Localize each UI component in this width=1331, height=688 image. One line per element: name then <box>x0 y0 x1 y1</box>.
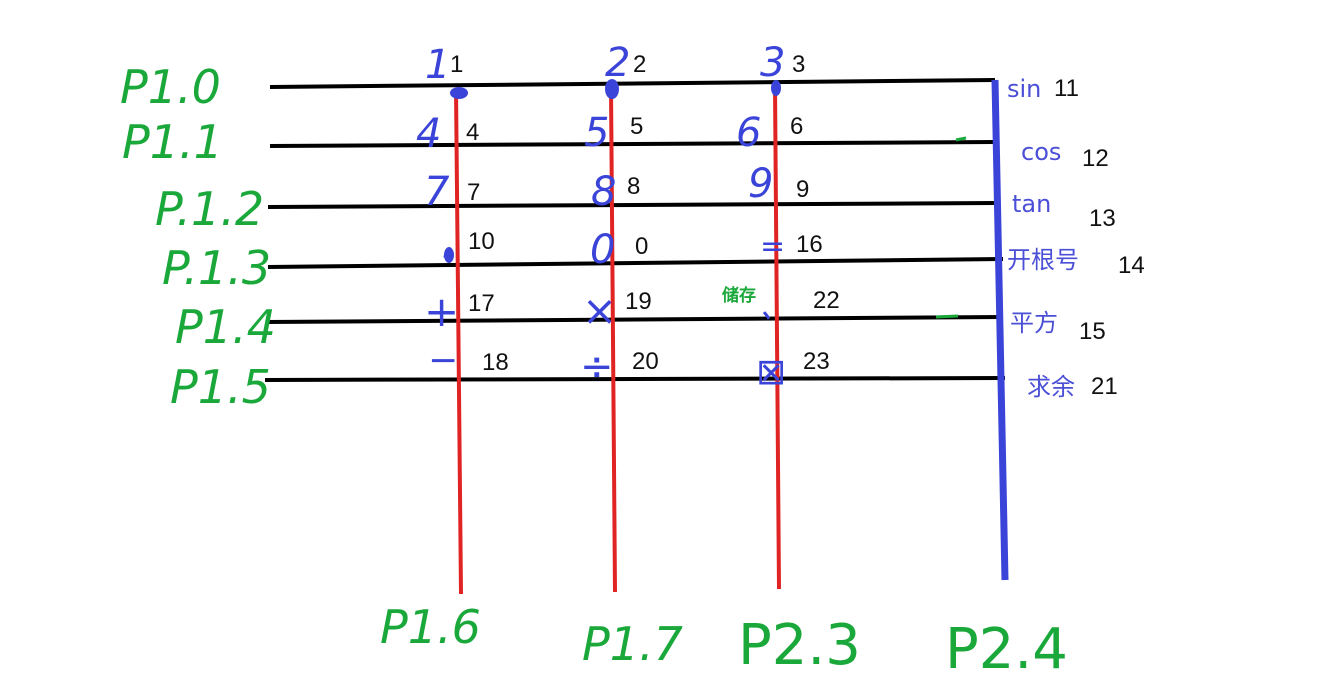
key-glyph-18: − <box>428 340 458 381</box>
key-glyph-20: ÷ <box>580 344 614 390</box>
key-code-9: 9 <box>796 176 809 203</box>
function-label-mod: 求余 <box>1027 373 1075 401</box>
key-code-18: 18 <box>482 349 509 376</box>
row-line-1 <box>269 78 996 89</box>
key-code-8: 8 <box>627 173 640 200</box>
key-glyph-7: 7 <box>424 169 450 215</box>
key-code-4: 4 <box>466 119 479 146</box>
key-glyph-23: ⊠ <box>756 352 786 393</box>
key-code-6: 6 <box>790 113 803 140</box>
function-code-cos: 12 <box>1082 145 1109 172</box>
function-code-mod: 21 <box>1091 373 1118 400</box>
row-line-5 <box>265 315 1004 324</box>
column-pin-label-3: P2.3 <box>738 613 861 678</box>
column-pin-labels: P1.6 P1.7 P2.3 P2.4 <box>380 600 1068 682</box>
green-tick-marks <box>935 136 967 319</box>
function-column-line <box>991 79 1009 581</box>
key-code-20: 20 <box>632 348 659 375</box>
key-glyph-8: 8 <box>591 169 616 215</box>
row-line-2 <box>269 140 996 148</box>
row-line-3 <box>267 201 996 209</box>
key-code-7: 7 <box>467 179 480 206</box>
function-code-square: 15 <box>1079 318 1106 345</box>
function-labels: sin 11 cos 12 tan 13 开根号 14 平方 15 求余 21 <box>1007 75 1145 401</box>
function-label-tan: tan <box>1012 190 1051 218</box>
key-code-10: 10 <box>468 228 495 255</box>
key-glyph-5: 5 <box>584 110 609 156</box>
key-glyph-4: 4 <box>416 111 441 157</box>
junction-dot-3 <box>771 80 781 96</box>
key-glyph-0: 0 <box>590 227 615 273</box>
key-codes: 1 2 3 4 5 6 7 8 9 10 0 16 17 19 22 18 20… <box>450 51 840 376</box>
row-pin-labels: P1.0 P1.1 P.1.2 P.1.3 P1.4 P1.5 <box>120 60 276 414</box>
row-lines <box>264 78 1006 382</box>
junction-dot-1 <box>450 87 468 99</box>
key-code-2: 2 <box>633 51 646 78</box>
row-pin-label-5: P1.4 <box>175 300 276 354</box>
key-code-16: 16 <box>796 231 823 258</box>
row-pin-label-6: P1.5 <box>170 360 271 414</box>
key-glyph-9: 9 <box>748 161 773 207</box>
row-line-6 <box>264 376 1006 382</box>
key-glyphs: 1 2 3 4 5 6 7 8 9 · 0 = + × 、 − ÷ ⊠ <box>416 40 790 393</box>
column-pin-label-2: P1.7 <box>582 617 683 671</box>
function-label-sqrt: 开根号 <box>1007 246 1079 274</box>
row-line-4 <box>267 257 1004 269</box>
function-code-sin: 11 <box>1054 75 1079 102</box>
column-pin-label-4: P2.4 <box>945 617 1068 682</box>
key-glyph-10: · <box>440 239 450 274</box>
key-code-17: 17 <box>468 290 495 317</box>
column-lines <box>454 86 781 595</box>
row-pin-label-1: P1.0 <box>120 60 221 114</box>
junction-dots <box>444 79 781 263</box>
column-line-2 <box>609 87 617 593</box>
function-label-square: 平方 <box>1010 309 1058 337</box>
column-line-3 <box>773 86 781 590</box>
key-code-5: 5 <box>630 113 643 140</box>
key-code-19: 19 <box>625 288 652 315</box>
key-code-1: 1 <box>450 51 463 78</box>
function-label-cos: cos <box>1021 138 1061 166</box>
key-code-3: 3 <box>792 51 805 78</box>
green-tick-2 <box>935 314 959 319</box>
key-glyph-17: + <box>424 287 459 336</box>
key-glyph-22: 、 <box>760 291 790 326</box>
function-label-sin: sin <box>1007 75 1041 103</box>
key-glyph-19: × <box>582 286 617 335</box>
store-label: 储存 <box>722 285 756 306</box>
key-code-22: 22 <box>813 287 840 314</box>
junction-dot-10 <box>444 247 454 263</box>
key-code-23: 23 <box>803 348 830 375</box>
function-code-tan: 13 <box>1089 205 1116 232</box>
function-code-sqrt: 14 <box>1118 252 1145 279</box>
row-pin-label-4: P.1.3 <box>162 241 271 295</box>
key-glyph-6: 6 <box>736 110 761 156</box>
row-pin-label-2: P1.1 <box>122 115 223 169</box>
row-pin-label-3: P.1.2 <box>155 182 264 236</box>
junction-dot-2 <box>605 79 619 99</box>
column-pin-label-1: P1.6 <box>380 600 481 654</box>
key-glyph-3: 3 <box>760 40 785 86</box>
green-tick-1 <box>955 136 967 142</box>
key-code-0: 0 <box>635 233 648 260</box>
key-glyph-16: = <box>760 229 785 264</box>
column-line-1 <box>454 89 463 595</box>
key-glyph-2: 2 <box>605 40 630 86</box>
key-glyph-1: 1 <box>425 42 450 88</box>
